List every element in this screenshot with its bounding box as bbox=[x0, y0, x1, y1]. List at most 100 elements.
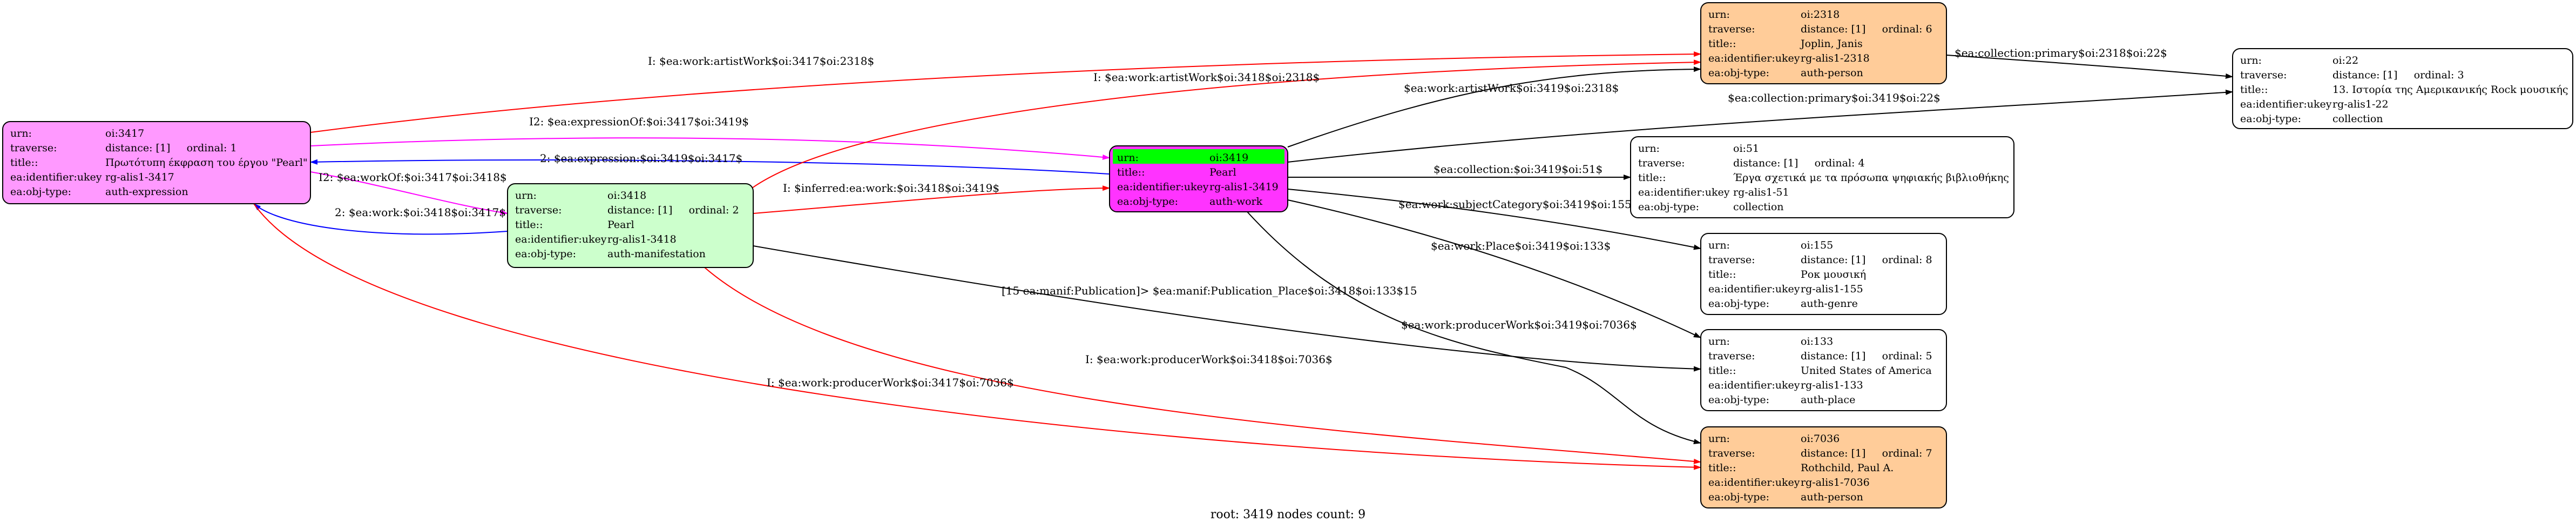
edge-label: I2: $ea:expressionOf:$oi:3417$oi:3419$ bbox=[529, 115, 749, 128]
node-n51[interactable]: urn: oi:51 traverse: distance: [1] ordinal:… bbox=[1630, 136, 2014, 218]
node-field-value: distance: [1] ordinal: 3 bbox=[2332, 69, 2464, 81]
node-field-key: ea:identifier:ukey bbox=[1117, 181, 1209, 193]
edge-line bbox=[1247, 211, 1701, 444]
node-field-key: ea:obj-type: bbox=[1708, 298, 1769, 310]
edge-label: I2: $ea:workOf:$oi:3417$oi:3418$ bbox=[319, 171, 507, 184]
node-field-value: Joplin, Janis bbox=[1800, 38, 1863, 50]
node-field-key: title:: bbox=[1708, 365, 1736, 377]
edge-n3418-n3419: I: $inferred:ea:work:$oi:3418$oi:3419$ bbox=[753, 182, 1110, 214]
edge-n3418-n2318: I: $ea:work:artistWork$oi:3418$oi:2318$ bbox=[750, 59, 1701, 190]
edge-label: $ea:collection:$oi:3419$oi:51$ bbox=[1434, 163, 1603, 176]
node-box bbox=[2, 121, 311, 204]
node-field-value: collection bbox=[1733, 201, 1784, 213]
edge-n3418-n133: [15 ea:manif:Publication]> $ea:manif:Pub… bbox=[753, 245, 1701, 372]
edge-n3417-n2318: I: $ea:work:artistWork$oi:3417$oi:2318$ bbox=[310, 51, 1701, 133]
node-field-value: distance: [1] ordinal: 2 bbox=[607, 204, 739, 216]
node-field-value: auth-place bbox=[1801, 394, 1855, 406]
node-field-value: oi:51 bbox=[1733, 143, 1759, 155]
node-field-key: ea:obj-type: bbox=[1117, 196, 1178, 207]
node-field-value: oi:3418 bbox=[607, 190, 646, 202]
edge-line bbox=[253, 203, 508, 235]
edge-n3419-n7036: $ea:work:producerWork$oi:3419$oi:7036$ bbox=[1247, 211, 1701, 444]
edge-line bbox=[1287, 66, 1701, 148]
node-field-key: title:: bbox=[515, 219, 543, 231]
edge-line bbox=[310, 137, 1110, 160]
node-field-key: urn: bbox=[1708, 9, 1730, 21]
node-field-value: Πρωτότυπη έκφραση του έργου "Pearl" bbox=[105, 157, 308, 169]
node-field-value: distance: [1] ordinal: 1 bbox=[105, 142, 237, 154]
node-field-value: Έργα σχετικά με τα πρόσωπα ψηφιακής βιβλ… bbox=[1733, 172, 2009, 184]
node-field-value: rg-alis1-22 bbox=[2332, 98, 2389, 110]
edge-line bbox=[310, 159, 1110, 175]
node-header-highlight bbox=[1113, 149, 1284, 164]
edge-line bbox=[1287, 89, 2233, 163]
node-box bbox=[1700, 329, 1947, 411]
edge-n3419-n51: $ea:collection:$oi:3419$oi:51$ bbox=[1288, 163, 1631, 180]
edge-line bbox=[1287, 189, 1701, 250]
edge-label: I: $ea:work:producerWork$oi:3418$oi:7036… bbox=[1085, 353, 1333, 366]
graph-caption: root: 3419 nodes count: 9 bbox=[1210, 508, 1366, 521]
node-field-key: urn: bbox=[1708, 239, 1730, 251]
node-field-value: Pearl bbox=[607, 219, 634, 231]
node-field-key: traverse: bbox=[1708, 447, 1755, 459]
node-field-value: oi:22 bbox=[2332, 55, 2358, 66]
node-box bbox=[1630, 136, 2014, 218]
node-field-value: auth-work bbox=[1209, 196, 1263, 207]
edge-n3419-n133: $ea:work:Place$oi:3419$oi:133$ bbox=[1287, 199, 1701, 338]
node-field-key: ea:identifier:ukey bbox=[1708, 379, 1800, 391]
edge-line bbox=[253, 203, 1701, 470]
node-field-key: traverse: bbox=[2240, 69, 2287, 81]
node-field-value: distance: [1] ordinal: 4 bbox=[1733, 157, 1865, 169]
node-field-key: ea:identifier:ukey bbox=[1638, 186, 1730, 198]
edge-line bbox=[753, 185, 1110, 214]
node-field-key: ea:identifier:ukey bbox=[515, 233, 607, 245]
node-box bbox=[1700, 233, 1947, 315]
node-field-value: Ροκ μουσική bbox=[1801, 269, 1866, 280]
edges-layer: I: $ea:work:artistWork$oi:3417$oi:2318$ I… bbox=[253, 46, 2233, 470]
edge-n3418-n7036: I: $ea:work:producerWork$oi:3418$oi:7036… bbox=[704, 267, 1701, 464]
edge-label: [15 ea:manif:Publication]> $ea:manif:Pub… bbox=[1002, 284, 1417, 297]
edge-label: 2: $ea:work:$oi:3418$oi:3417$ bbox=[335, 206, 506, 219]
node-field-value: rg-alis1-3417 bbox=[105, 171, 174, 183]
edge-n3419-n2318: $ea:work:artistWork$oi:3419$oi:2318$ bbox=[1287, 66, 1701, 148]
edge-line bbox=[753, 245, 1701, 372]
node-n3419[interactable]: urn:oi:3419title::Pearlea:identifier:uke… bbox=[1109, 145, 1288, 212]
edge-label: $ea:work:Place$oi:3419$oi:133$ bbox=[1431, 239, 1611, 252]
node-field-value: rg-alis1-51 bbox=[1733, 186, 1789, 198]
node-field-value: 13. Ιστορία της Αμερικανικής Rock μουσικ… bbox=[2332, 84, 2568, 96]
node-field-key: title:: bbox=[1708, 38, 1736, 50]
node-field-key: traverse: bbox=[1708, 350, 1755, 362]
node-field-key: urn: bbox=[1638, 143, 1660, 155]
edge-label: I: $ea:work:artistWork$oi:3418$oi:2318$ bbox=[1093, 71, 1320, 84]
edge-label: 2: $ea:expression:$oi:3419$oi:3417$ bbox=[540, 152, 742, 165]
node-field-key: title:: bbox=[1638, 172, 1666, 184]
edge-label: $ea:work:subjectCategory$oi:3419$oi:155$ bbox=[1398, 198, 1638, 211]
node-field-key: traverse: bbox=[1638, 157, 1685, 169]
edge-n3419-n3417: 2: $ea:expression:$oi:3419$oi:3417$ bbox=[310, 152, 1110, 175]
node-field-key: title:: bbox=[2240, 84, 2268, 96]
node-field-value: distance: [1] ordinal: 8 bbox=[1801, 254, 1932, 266]
edge-label: I: $ea:work:producerWork$oi:3417$oi:7036… bbox=[767, 376, 1014, 389]
node-field-key: ea:obj-type: bbox=[1638, 201, 1699, 213]
edge-n2318-n22: $ea:collection:primary$oi:2318$oi:22$ bbox=[1946, 46, 2233, 79]
edge-n3417-n7036: I: $ea:work:producerWork$oi:3417$oi:7036… bbox=[253, 203, 1701, 470]
edge-line bbox=[1287, 199, 1701, 338]
node-field-value: auth-person bbox=[1801, 67, 1863, 79]
edge-n3417-n3419: I2: $ea:expressionOf:$oi:3417$oi:3419$ bbox=[310, 115, 1110, 160]
node-field-key: ea:identifier:ukey bbox=[1708, 477, 1800, 488]
edge-label: $ea:work:producerWork$oi:3419$oi:7036$ bbox=[1401, 318, 1637, 331]
node-field-value: Pearl bbox=[1209, 166, 1236, 178]
node-field-value: oi:3419 bbox=[1209, 152, 1248, 164]
node-field-value: distance: [1] ordinal: 6 bbox=[1801, 23, 1932, 35]
node-field-value: rg-alis1-3418 bbox=[607, 233, 677, 245]
node-field-key: urn: bbox=[10, 128, 32, 139]
edge-label: I: $ea:work:artistWork$oi:3417$oi:2318$ bbox=[648, 55, 874, 68]
